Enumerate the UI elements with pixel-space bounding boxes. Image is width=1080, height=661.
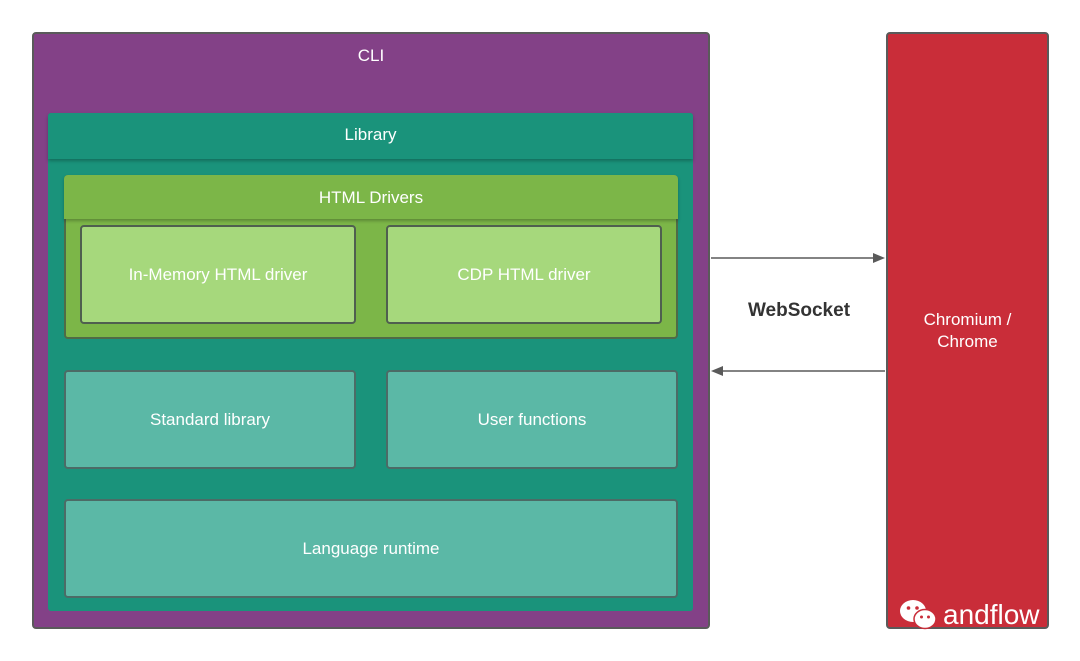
chromium-box: Chromium / Chrome: [886, 32, 1049, 629]
language-runtime-label: Language runtime: [302, 538, 440, 558]
wechat-icon: [900, 600, 937, 630]
standard-library-box: Standard library: [64, 370, 356, 469]
in-memory-driver-box: In-Memory HTML driver: [80, 225, 356, 324]
websocket-label: WebSocket: [747, 300, 851, 321]
user-functions-box: User functions: [386, 370, 678, 469]
chromium-label: Chromium / Chrome: [923, 309, 1012, 351]
watermark: andflow: [899, 598, 1040, 632]
standard-library-label: Standard library: [149, 409, 270, 429]
library-label: Library: [344, 125, 397, 144]
cdp-driver-label: CDP HTML driver: [457, 264, 591, 284]
cli-label: CLI: [357, 46, 385, 65]
html-drivers-label: HTML Drivers: [318, 188, 424, 207]
arrow-to-cli: [711, 366, 885, 376]
user-functions-label: User functions: [477, 409, 587, 429]
language-runtime-box: Language runtime: [64, 499, 678, 598]
library-header: Library: [48, 113, 693, 159]
cdp-driver-box: CDP HTML driver: [386, 225, 662, 324]
arrow-to-browser: [711, 253, 885, 263]
html-drivers-header: [64, 175, 678, 219]
watermark-text: andflow: [943, 599, 1040, 630]
in-memory-driver-label: In-Memory HTML driver: [128, 264, 308, 284]
